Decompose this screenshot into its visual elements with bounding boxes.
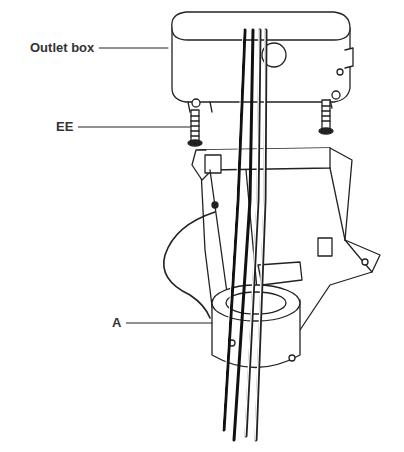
- mounting-bracket: [192, 148, 380, 330]
- fixture-cup: [212, 285, 300, 368]
- leader-line: [78, 127, 190, 128]
- part-label: A: [112, 315, 121, 331]
- wire-bundle: [222, 30, 266, 440]
- leader-line: [99, 48, 168, 49]
- part-label: EE: [56, 119, 73, 135]
- outlet-box: [172, 12, 353, 112]
- ground-wire: [164, 212, 215, 318]
- leader-line: [126, 323, 212, 324]
- part-label: Outlet box: [30, 40, 94, 56]
